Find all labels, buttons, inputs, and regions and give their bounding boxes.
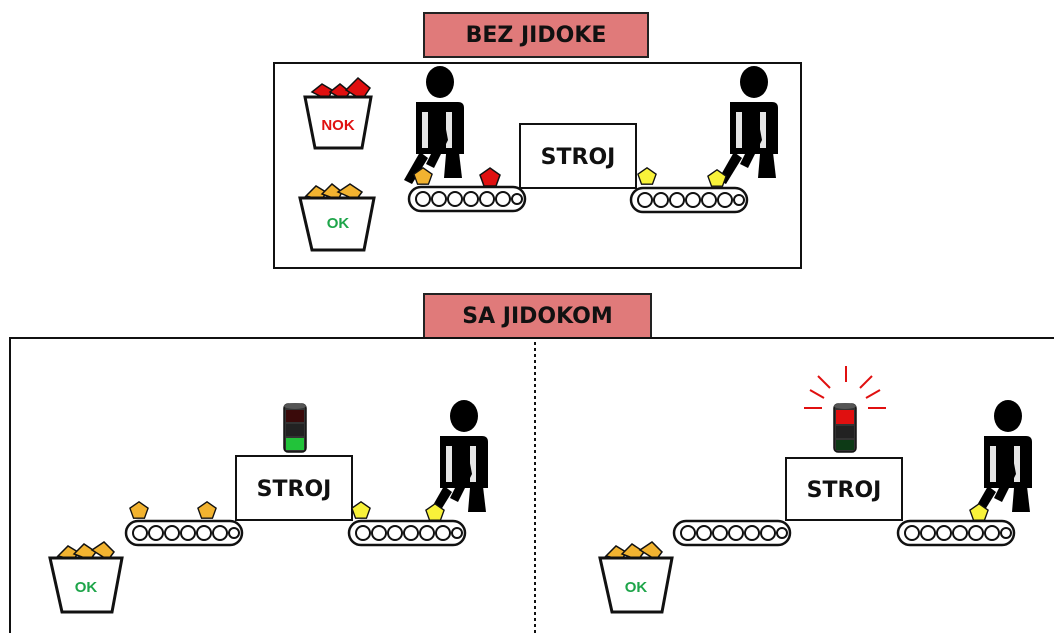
- machine-bottom-left-label: STROJ: [257, 477, 332, 502]
- conveyor-bottom-right-2: [896, 519, 1016, 547]
- top-frame: [273, 62, 802, 269]
- conveyor-bottom-right-1: [672, 519, 792, 547]
- bin-ok-label-bottom-right: OK: [625, 579, 648, 596]
- machine-top-label: STROJ: [541, 145, 616, 170]
- title-bez-jidoke: BEZ JIDOKE: [423, 12, 649, 58]
- part-yellow: [351, 501, 371, 519]
- conveyor-top-right: [629, 186, 749, 214]
- part-orange: [129, 501, 149, 519]
- machine-bottom-right-label: STROJ: [807, 478, 882, 503]
- conveyor-bottom-left-2: [347, 519, 467, 547]
- machine-top: [519, 123, 637, 189]
- machine-bottom-left: [235, 455, 353, 521]
- worker-bottom-right: [972, 400, 1032, 518]
- signal-light-red: [804, 366, 886, 453]
- worker-top-right: [718, 66, 778, 184]
- worker-top-left: [404, 66, 464, 184]
- bottom-frame: [9, 337, 1054, 633]
- signal-light-green: [283, 403, 307, 453]
- nok-bin: [303, 76, 373, 150]
- part-red: [479, 167, 501, 187]
- machine-bottom-right: [785, 457, 903, 521]
- part-yellow: [637, 167, 657, 185]
- bin-ok-label-top: OK: [327, 215, 350, 232]
- bin-nok-label: NOK: [321, 117, 355, 134]
- bin-ok-label-bottom-left: OK: [75, 579, 98, 596]
- ok-bin-top: [298, 182, 376, 252]
- worker-bottom-left: [428, 400, 488, 518]
- ok-bin-bottom-left: [48, 541, 124, 614]
- conveyor-top-left: [407, 185, 527, 213]
- part-orange: [197, 501, 217, 519]
- conveyor-bottom-left-1: [124, 519, 244, 547]
- ok-bin-bottom-right: [598, 541, 674, 614]
